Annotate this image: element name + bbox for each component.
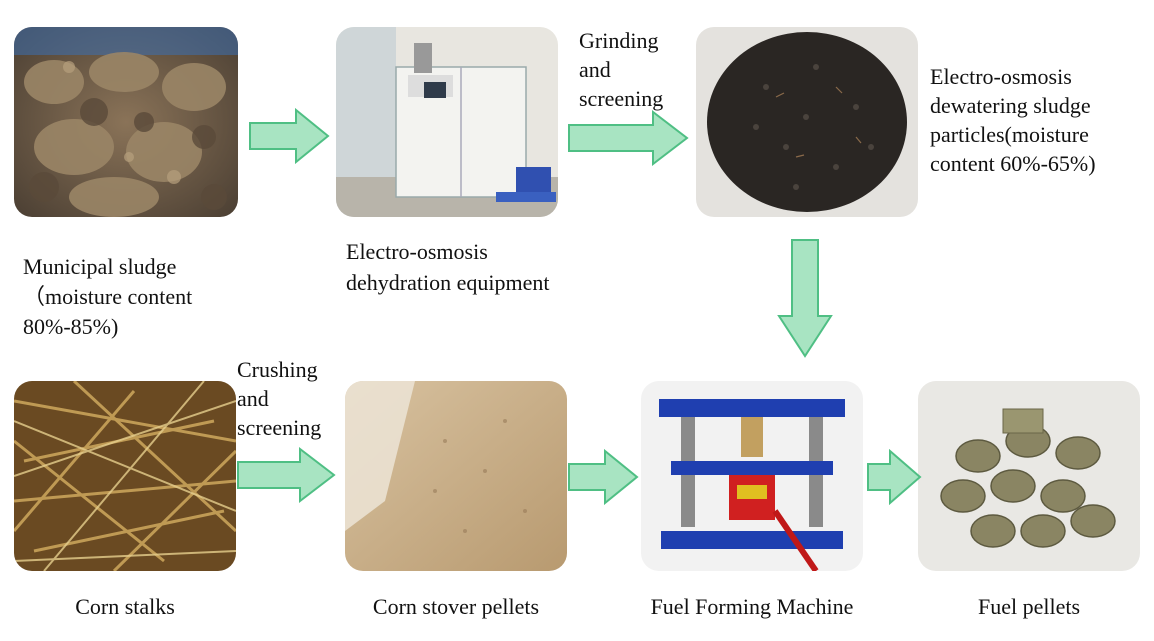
grinding-line-3: screening xyxy=(579,86,664,111)
eo-particles-line-4: content 60%-65%) xyxy=(930,151,1096,176)
municipal-sludge-label: Municipal sludge （moisture content 80%-8… xyxy=(23,254,192,340)
eo-equipment-line-1: Electro-osmosis xyxy=(346,239,488,264)
crushing-line-1: Crushing xyxy=(237,357,318,382)
arrow-sludge-to-equipment xyxy=(249,108,330,164)
fuel-pellets-label: Fuel pellets xyxy=(977,594,1081,619)
electro-osmosis-equipment-photo xyxy=(336,27,558,217)
eo-particles-line-2: dewatering sludge xyxy=(930,93,1091,118)
municipal-sludge-line-2: （moisture content xyxy=(23,284,193,309)
eo-equipment-line-2: dehydration equipment xyxy=(346,270,550,295)
crushing-screening-label: Crushing and screening xyxy=(237,357,321,441)
fuel-forming-machine-label: Fuel Forming Machine xyxy=(650,594,854,619)
arrow-machine-to-pellets xyxy=(867,449,922,505)
grinding-screening-label: Grinding and screening xyxy=(579,28,663,112)
eo-particles-line-1: Electro-osmosis xyxy=(930,64,1072,89)
municipal-sludge-line-3: 80%-85%) xyxy=(23,314,119,339)
corn-stalks-label: Corn stalks xyxy=(75,594,175,619)
municipal-sludge-photo xyxy=(14,27,238,217)
crushing-line-2: and xyxy=(237,386,269,411)
sludge-particles-photo xyxy=(696,27,918,217)
arrow-equipment-to-particles xyxy=(568,110,689,166)
grinding-line-1: Grinding xyxy=(579,28,659,53)
arrow-stalks-to-stover xyxy=(237,447,336,503)
municipal-sludge-line-1: Municipal sludge xyxy=(23,254,177,279)
fuel-pellets-photo xyxy=(918,381,1140,571)
crushing-line-3: screening xyxy=(237,415,322,440)
corn-stover-pellets-label: Corn stover pellets xyxy=(372,594,540,619)
corn-stalks-photo xyxy=(14,381,236,571)
fuel-forming-machine-photo xyxy=(641,381,863,571)
eo-particles-label: Electro-osmosis dewatering sludge partic… xyxy=(930,64,1096,177)
arrow-particles-to-machine xyxy=(777,239,833,358)
eo-particles-line-3: particles(moisture xyxy=(930,122,1089,147)
corn-stover-pellets-photo xyxy=(345,381,567,571)
grinding-line-2: and xyxy=(579,57,611,82)
arrow-stover-to-machine xyxy=(568,449,639,505)
eo-equipment-label: Electro-osmosis dehydration equipment xyxy=(346,239,549,296)
